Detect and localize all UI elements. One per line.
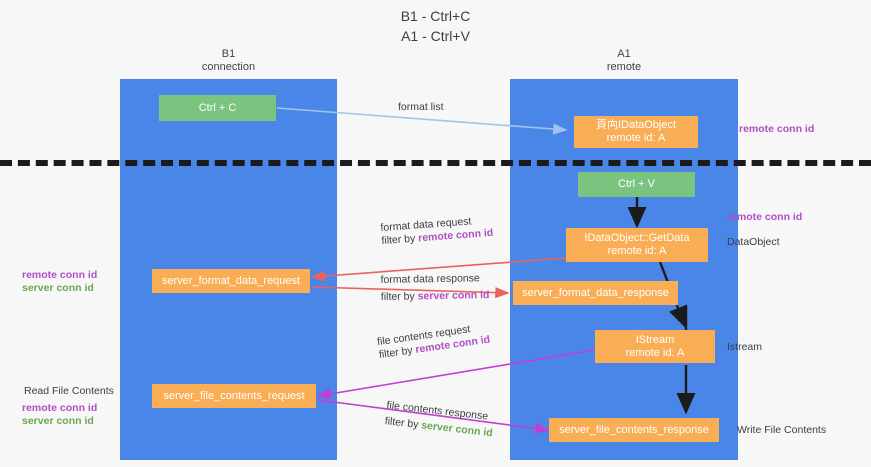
box-server-format-data-response[interactable]: server_format_data_response [513,281,678,305]
annotation-left-remote-conn-id-2: remote conn id [22,402,97,415]
edge-label-format-list-text: format list [398,101,444,113]
annotation-left-server-conn-id-2-text: server conn id [22,415,94,427]
box-istream-line1: IStream [635,333,675,346]
annotation-dataobject: DataObject [727,236,780,249]
box-server-file-contents-request[interactable]: server_file_contents_request [152,384,316,408]
page-title: B1 - Ctrl+C A1 - Ctrl+V [0,6,871,46]
box-server-file-contents-response-label: server_file_contents_response [559,423,709,436]
filter-prefix: filter by [384,415,423,432]
box-istream[interactable]: IStream remote id: A [595,330,715,363]
arrow-file-contents-request [316,349,595,400]
annotation-left-remote-conn-id-2-text: remote conn id [22,402,98,414]
annotation-left-remote-conn-id-text: remote conn id [22,269,98,281]
annotation-write-file-contents: Write File Contents [737,424,826,437]
box-idataobject-line1: ⾴⽱IDataObject [595,119,677,131]
box-getdata[interactable]: IDataObject::GetData remote id: A [566,228,708,262]
arrow-format-data-response [311,286,510,299]
filter-prefix: filter by [380,290,418,304]
annotation-left-server-conn-id: server conn id [22,282,94,295]
box-ctrl-v[interactable]: Ctrl + V [578,172,695,197]
edge-label-format-data-response-filter: filter by server conn id [381,289,490,304]
phase-divider [0,160,871,166]
arrow-file-contents-response [317,399,550,434]
annotation-remote-conn-id-mid-text: remote conn id [727,211,803,223]
title-line-2: A1 - Ctrl+V [401,28,470,44]
box-idataobject[interactable]: ⾴⽱IDataObject remote id: A [574,116,698,148]
box-getdata-line1: IDataObject::GetData [584,232,690,244]
annotation-dataobject-text: DataObject [727,236,780,248]
box-server-format-data-request[interactable]: server_format_data_request [152,269,310,293]
box-ctrl-c-label: Ctrl + C [198,101,237,114]
box-istream-line2: remote id: A [625,346,685,359]
box-ctrl-v-label: Ctrl + V [618,178,655,190]
annotation-read-file-contents-text: Read File Contents [24,385,114,397]
edge-label-format-data-response: format data response filter by server co… [380,272,489,304]
lane-a1-name: A1 [617,48,631,60]
box-server-file-contents-response[interactable]: server_file_contents_response [549,418,719,442]
box-ctrl-c[interactable]: Ctrl + C [159,95,276,121]
box-idataobject-line2: remote id: A [606,132,666,144]
annotation-remote-conn-id-top-text: remote conn id [739,123,815,135]
arrow-format-data-request [310,257,567,282]
box-server-format-data-response-label: server_format_data_response [522,286,669,299]
lane-b1-role: connection [201,61,256,73]
filter-key-server-conn-id: server conn id [417,289,490,303]
annotation-istream-text: Istream [727,341,763,353]
box-server-format-data-request-label: server_format_data_request [161,274,301,287]
annotation-left-server-conn-id-2: server conn id [22,415,94,428]
annotation-write-file-contents-text: Write File Contents [737,424,827,436]
arrow-format-list [276,107,568,135]
annotation-istream: Istream [727,341,762,354]
annotation-left-remote-conn-id: remote conn id [22,269,97,282]
lane-header-b1: B1 connection [120,48,337,74]
annotation-read-file-contents: Read File Contents [24,385,114,398]
annotation-remote-conn-id-top: remote conn id [739,123,814,136]
edge-label-format-list: format list [398,101,444,114]
lane-a1-role: remote [606,61,642,73]
lane-header-a1: A1 remote [510,48,738,74]
box-getdata-line2: remote id: A [607,245,667,257]
lane-b1-name: B1 [221,48,236,60]
annotation-left-server-conn-id-text: server conn id [22,282,94,294]
edge-label-format-data-response-text: format data response [380,272,480,287]
box-server-file-contents-request-label: server_file_contents_request [163,389,305,402]
title-line-1: B1 - Ctrl+C [400,8,471,24]
filter-prefix: filter by [381,232,419,248]
annotation-remote-conn-id-mid: remote conn id [727,211,802,224]
